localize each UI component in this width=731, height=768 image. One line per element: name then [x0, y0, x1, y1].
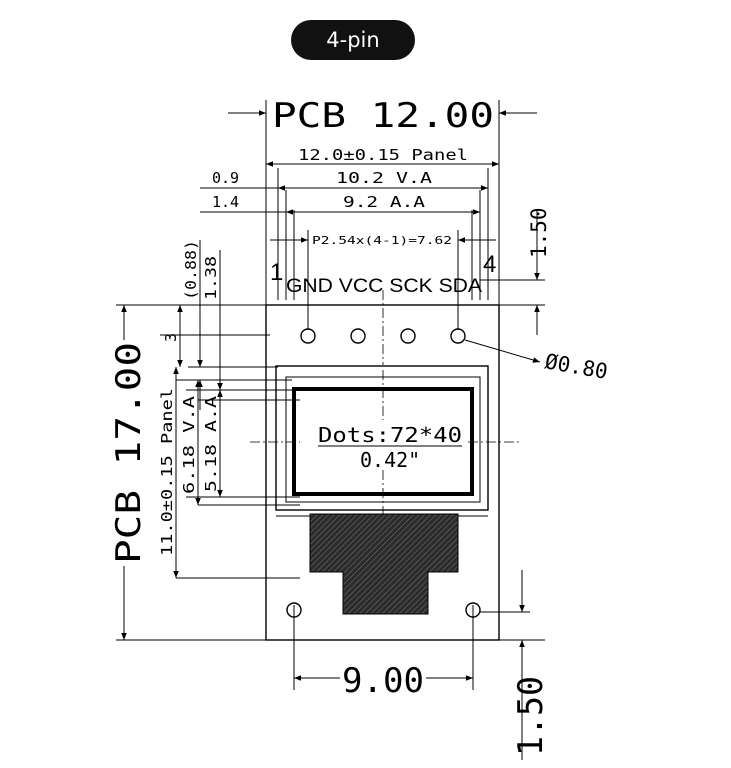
- aa-width-label: 9.2 A.A: [343, 193, 425, 211]
- aa-height-dimension: 5.18 A.A: [202, 390, 223, 497]
- aa-width-dimension: 1.4 9.2 A.A: [200, 193, 480, 215]
- panel-width-label: 12.0±0.15 Panel: [298, 146, 468, 164]
- panel-height-label: 11.0±0.15 Panel: [158, 388, 176, 556]
- panel-width-dimension: 12.0±0.15 Panel: [266, 146, 499, 167]
- pin-count-badge: 4-pin: [291, 20, 415, 60]
- dim-138-dimension: 1.38: [202, 250, 223, 390]
- pin-4-number: 4: [483, 251, 496, 278]
- va-height-dimension: 6.18 V.A: [180, 380, 201, 505]
- dim-3-label: 3: [162, 333, 180, 342]
- va-width-label: 10.2 V.A: [336, 169, 432, 187]
- mount-hole-right: [465, 602, 481, 618]
- pcb-width-label: PCB 12.00: [272, 96, 494, 136]
- display-size-label: 0.42": [360, 448, 420, 472]
- va-offset-label: 0.9: [212, 169, 239, 187]
- pin-hole-sda: [450, 328, 466, 344]
- pin-count-label: 4-pin: [326, 28, 380, 52]
- dim-088-label: (0.88): [182, 240, 200, 300]
- bottom-offset-label: 1.50: [511, 676, 551, 756]
- aa-height-label: 5.18 A.A: [202, 396, 220, 492]
- pin-pitch-dimension: P2.54x(4-1)=7.62: [270, 234, 496, 247]
- mount-hole-spacing-dimension: 9.00: [294, 661, 473, 701]
- dim-3-dimension: 3: [162, 305, 183, 367]
- pin-1-number: 1: [270, 259, 283, 286]
- mount-hole-spacing-label: 9.00: [342, 661, 424, 701]
- panel-height-dimension: 11.0±0.15 Panel: [158, 367, 179, 578]
- mount-holes: [286, 602, 481, 618]
- pin-header: 1 4 GND VCC SCK SDA Ø0.80: [270, 251, 610, 384]
- bottom-offset-dimension: 1.50: [511, 570, 551, 760]
- dim-138-label: 1.38: [202, 256, 220, 300]
- dim-088-dimension: (0.88): [182, 240, 203, 410]
- display-dots-label: Dots:72*40: [318, 423, 462, 447]
- aa-offset-label: 1.4: [212, 193, 239, 211]
- pin-pitch-label: P2.54x(4-1)=7.62: [312, 234, 452, 247]
- pin-hole-gnd: [300, 328, 316, 344]
- mount-hole-left: [286, 602, 302, 618]
- fpc-connector: [309, 513, 459, 615]
- pin-hole-vcc: [350, 328, 366, 344]
- pcb-height-label: PCB 17.00: [109, 342, 149, 564]
- pin-hole-sck: [400, 328, 416, 344]
- pcb-height-dimension: PCB 17.00: [106, 305, 149, 640]
- display-info: Dots:72*40 0.42": [318, 423, 462, 472]
- pin-labels: GND VCC SCK SDA: [286, 276, 482, 297]
- va-height-label: 6.18 V.A: [180, 396, 198, 494]
- pin-top-offset-dimension: 1.50: [480, 207, 551, 335]
- panel-outline: [275, 365, 489, 511]
- pcb-width-dimension: PCB 12.00: [228, 96, 537, 136]
- pin-top-offset-label: 1.50: [527, 207, 551, 258]
- pcb-outline: [265, 304, 500, 641]
- hole-diameter-label: Ø0.80: [543, 349, 609, 384]
- va-width-dimension: 0.9 10.2 V.A: [200, 169, 488, 191]
